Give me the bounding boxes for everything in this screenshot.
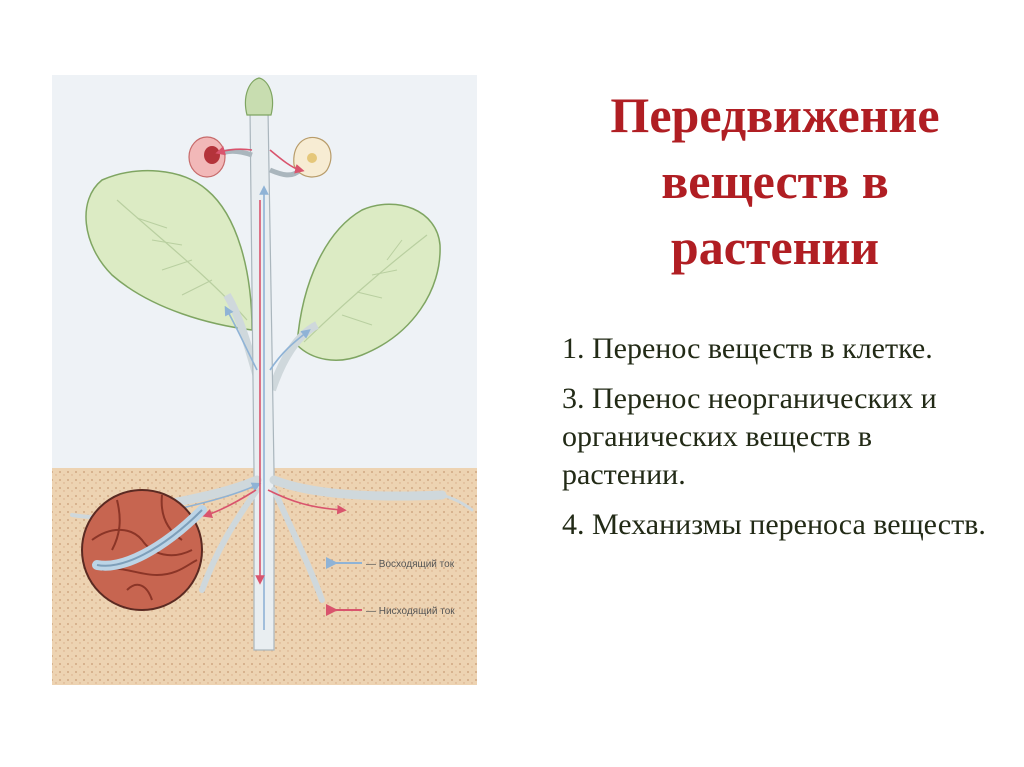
descending-legend-label: — Нисходящий ток	[366, 606, 455, 617]
slide-title: Передвижение веществ в растении	[610, 87, 940, 275]
plant-transport-illustration: — Восходящий ток — Нисходящий ток	[52, 75, 477, 685]
point-item: 4. Механизмы переноса веществ.	[562, 508, 986, 541]
left-leaf	[85, 170, 253, 331]
point-item: 3. Перенос неорганических и органических…	[562, 382, 937, 491]
top-bud	[244, 77, 274, 116]
ascending-legend-label: — Восходящий ток	[366, 559, 455, 570]
right-flower	[293, 136, 332, 178]
ascending-arrows	[181, 185, 311, 630]
slide-points: 1. Перенос веществ в клетке. 3. Перенос …	[562, 330, 1002, 556]
root-magnifier	[81, 489, 207, 611]
descending-arrows	[202, 146, 347, 585]
legend: — Восходящий ток — Нисходящий ток	[326, 557, 455, 617]
left-flower	[188, 136, 226, 178]
point-item: 1. Перенос веществ в клетке.	[562, 332, 933, 365]
